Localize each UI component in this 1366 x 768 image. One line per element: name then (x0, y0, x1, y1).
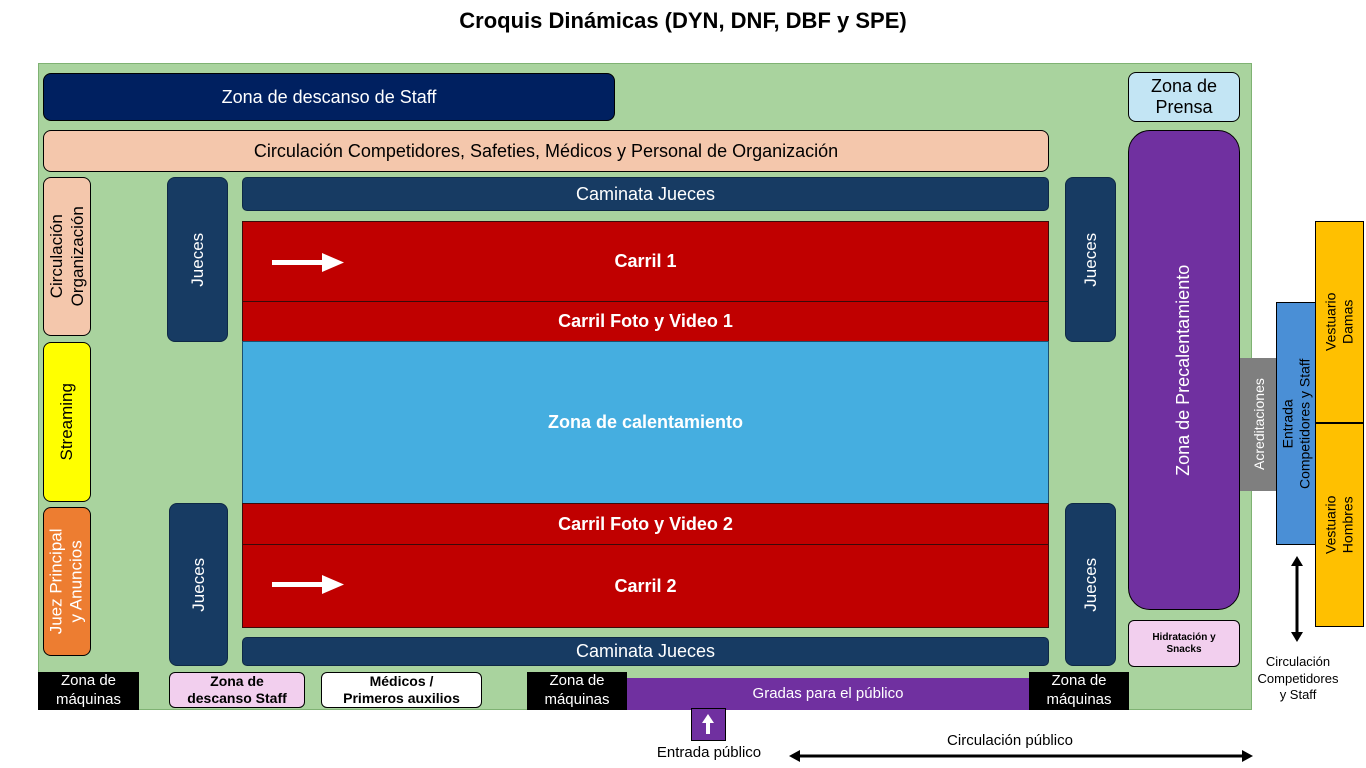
machines-zone-right: Zona de máquinas (1029, 672, 1129, 710)
lane-1-label: Carril 1 (614, 251, 677, 272)
streaming-zone: Streaming (43, 342, 91, 502)
head-judge-line1: Juez Principal (46, 528, 66, 635)
head-judge-zone: Juez Principal y Anuncios (43, 507, 91, 656)
public-circulation-label: Circulación público (900, 731, 1120, 751)
streaming-label: Streaming (57, 383, 77, 461)
hydration-line2: Snacks (1166, 643, 1202, 655)
machines-zone-left: Zona de máquinas (38, 672, 139, 710)
locker-men: Vestuario Hombres (1315, 423, 1364, 627)
org-circulation-line1: Circulación (46, 214, 66, 299)
accreditations-zone: Acreditaciones (1240, 358, 1277, 491)
locker-women-line2: Damas (1339, 299, 1356, 345)
public-entrance-door (691, 708, 726, 741)
lane-1-direction-arrow-icon (272, 253, 344, 272)
page-title: Croquis Dinámicas (DYN, DNF, DBF y SPE) (459, 8, 907, 34)
judges-walk-bottom: Caminata Jueces (242, 637, 1049, 666)
hydration-zone: Hidratación y Snacks (1128, 620, 1240, 667)
staff-rest-bottom-line1: Zona de (210, 673, 264, 690)
machines-right-line1: Zona de (1051, 672, 1107, 690)
lane-2-direction-arrow-icon (272, 575, 344, 594)
machines-center-line1: Zona de (549, 672, 605, 690)
public-circulation-arrow-icon (789, 750, 1253, 762)
prewarmup-zone-label: Zona de Precalentamiento (1173, 264, 1194, 476)
judges-label: Jueces (187, 232, 207, 287)
medics-line1: Médicos / (369, 673, 434, 690)
prewarmup-zone: Zona de Precalentamiento (1128, 130, 1240, 610)
judges-label: Jueces (1080, 557, 1100, 612)
press-zone-line1: Zona de (1150, 76, 1218, 97)
competitor-circulation-label: Circulación Competidores y Staff (1252, 653, 1344, 705)
public-stands: Gradas para el público (627, 678, 1029, 710)
staff-rest-zone-bottom: Zona de descanso Staff (169, 672, 305, 708)
medics-line2: Primeros auxilios (343, 690, 460, 706)
medics-zone: Médicos / Primeros auxilios (321, 672, 482, 708)
judges-zone-top-left: Jueces (167, 177, 228, 342)
accreditations-label: Acreditaciones (1250, 378, 1267, 471)
public-entrance-text: Entrada público (656, 744, 762, 762)
lane-2: Carril 2 (242, 544, 1049, 628)
public-stands-label: Gradas para el público (752, 685, 904, 703)
competitor-circulation-zone: Circulación Competidores, Safeties, Médi… (43, 130, 1049, 172)
photo-video-lane-2-label: Carril Foto y Video 2 (558, 513, 733, 534)
hydration-line1: Hidratación y (1152, 632, 1216, 643)
competitor-circulation-label: Circulación Competidores, Safeties, Médi… (253, 140, 839, 161)
judges-zone-bottom-left: Jueces (169, 503, 228, 666)
competitor-entrance-line2: Competidores y Staff (1296, 358, 1313, 489)
locker-women-line1: Vestuario (1322, 292, 1339, 352)
photo-video-lane-1: Carril Foto y Video 1 (242, 301, 1049, 342)
staff-rest-bottom-line2: descanso Staff (187, 690, 287, 706)
machines-left-line2: máquinas (55, 691, 122, 708)
organization-circulation-zone: Circulación Organización (43, 177, 91, 336)
locker-men-line2: Hombres (1339, 496, 1356, 554)
staff-rest-zone-top-label: Zona de descanso de Staff (221, 86, 437, 107)
judges-zone-bottom-right: Jueces (1065, 503, 1116, 666)
machines-center-line2: máquinas (544, 691, 610, 708)
machines-zone-center: Zona de máquinas (527, 672, 627, 710)
lane-1: Carril 1 (242, 221, 1049, 302)
competitor-circulation-line1: Circulación (1265, 653, 1331, 669)
judges-walk-top-label: Caminata Jueces (575, 183, 716, 204)
machines-left-line1: Zona de (60, 672, 117, 690)
public-circulation-text: Circulación público (947, 732, 1073, 750)
competitor-circulation-line2: Competidores (1257, 670, 1339, 686)
competitor-circulation-arrow-icon (1291, 556, 1303, 642)
staff-rest-zone-top: Zona de descanso de Staff (43, 73, 615, 121)
judges-walk-top: Caminata Jueces (242, 177, 1049, 211)
photo-video-lane-2: Carril Foto y Video 2 (242, 503, 1049, 545)
locker-women: Vestuario Damas (1315, 221, 1364, 423)
press-zone: Zona de Prensa (1128, 72, 1240, 122)
competitor-circulation-line3: y Staff (1279, 687, 1317, 703)
locker-men-line1: Vestuario (1322, 495, 1339, 555)
press-zone-line2: Prensa (1155, 97, 1213, 117)
competitor-entrance: Entrada Competidores y Staff (1276, 302, 1316, 545)
judges-walk-bottom-label: Caminata Jueces (575, 641, 716, 662)
judges-label: Jueces (1080, 232, 1100, 287)
public-entrance-label: Entrada público (640, 743, 778, 763)
photo-video-lane-1-label: Carril Foto y Video 1 (558, 311, 733, 332)
warmup-zone: Zona de calentamiento (242, 341, 1049, 504)
machines-right-line2: máquinas (1046, 691, 1112, 708)
judges-label: Jueces (188, 557, 208, 612)
warmup-zone-label: Zona de calentamiento (547, 412, 744, 433)
org-circulation-line2: Organización (68, 206, 88, 307)
head-judge-line2: y Anuncios (67, 540, 87, 623)
lane-2-label: Carril 2 (614, 575, 677, 596)
judges-zone-top-right: Jueces (1065, 177, 1116, 342)
public-entrance-arrow-icon (702, 714, 714, 734)
competitor-entrance-line1: Entrada (1279, 398, 1296, 449)
